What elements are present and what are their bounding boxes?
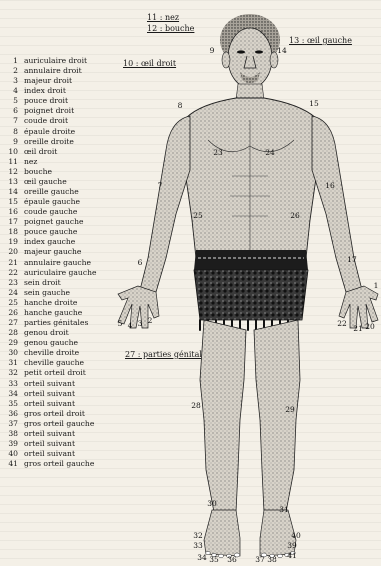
right-arm [140, 116, 190, 292]
figure-number-label: 15 [309, 99, 319, 108]
figure-number-label: 8 [178, 101, 183, 110]
figure-number-label: 7 [158, 181, 163, 190]
belt [194, 250, 308, 270]
figure-number-label: 40 [291, 531, 301, 540]
figure-number-label: 34 [197, 553, 207, 562]
figure-number-label: 22 [337, 319, 347, 328]
right-leg [200, 320, 246, 512]
left-arm [312, 116, 362, 292]
figure-number-label: 30 [207, 499, 217, 508]
figure-number-label: 4 [128, 321, 133, 330]
figure-number-label: 41 [287, 551, 297, 560]
figure-number-label: 28 [191, 401, 201, 410]
figure-number-label: 33 [193, 541, 203, 550]
right-foot [204, 510, 240, 556]
figure-number-label: 16 [325, 181, 335, 190]
figure-number-label: 26 [290, 211, 300, 220]
figure-number-label: 36 [227, 555, 237, 564]
figure-number-label: 39 [287, 541, 297, 550]
figure-number-label: 3 [138, 319, 143, 328]
figure-number-label: 38 [267, 555, 277, 564]
figure-number-label: 32 [193, 531, 203, 540]
left-leg [254, 320, 300, 512]
torso [182, 98, 320, 258]
figure-number-label: 9 [210, 46, 215, 55]
figure-number-label: 1 [374, 281, 379, 290]
figure-number-label: 5 [118, 319, 123, 328]
figure-number-label: 23 [213, 148, 223, 157]
figure-number-label: 21 [353, 324, 363, 333]
figure-number-label: 6 [138, 258, 143, 267]
figure-number-label: 24 [265, 148, 275, 157]
loincloth-skirt [194, 270, 308, 320]
figure-number-label: 29 [285, 405, 295, 414]
figure-number-label: 17 [347, 255, 357, 264]
figure-number-label: 14 [277, 46, 287, 55]
figure-number-label: 35 [209, 555, 219, 564]
figure-number-label: 37 [255, 555, 265, 564]
figure-number-label: 31 [279, 505, 289, 514]
figure-number-label: 20 [365, 322, 375, 331]
figure-number-label: 2 [148, 316, 153, 325]
figure-number-label: 25 [193, 211, 203, 220]
